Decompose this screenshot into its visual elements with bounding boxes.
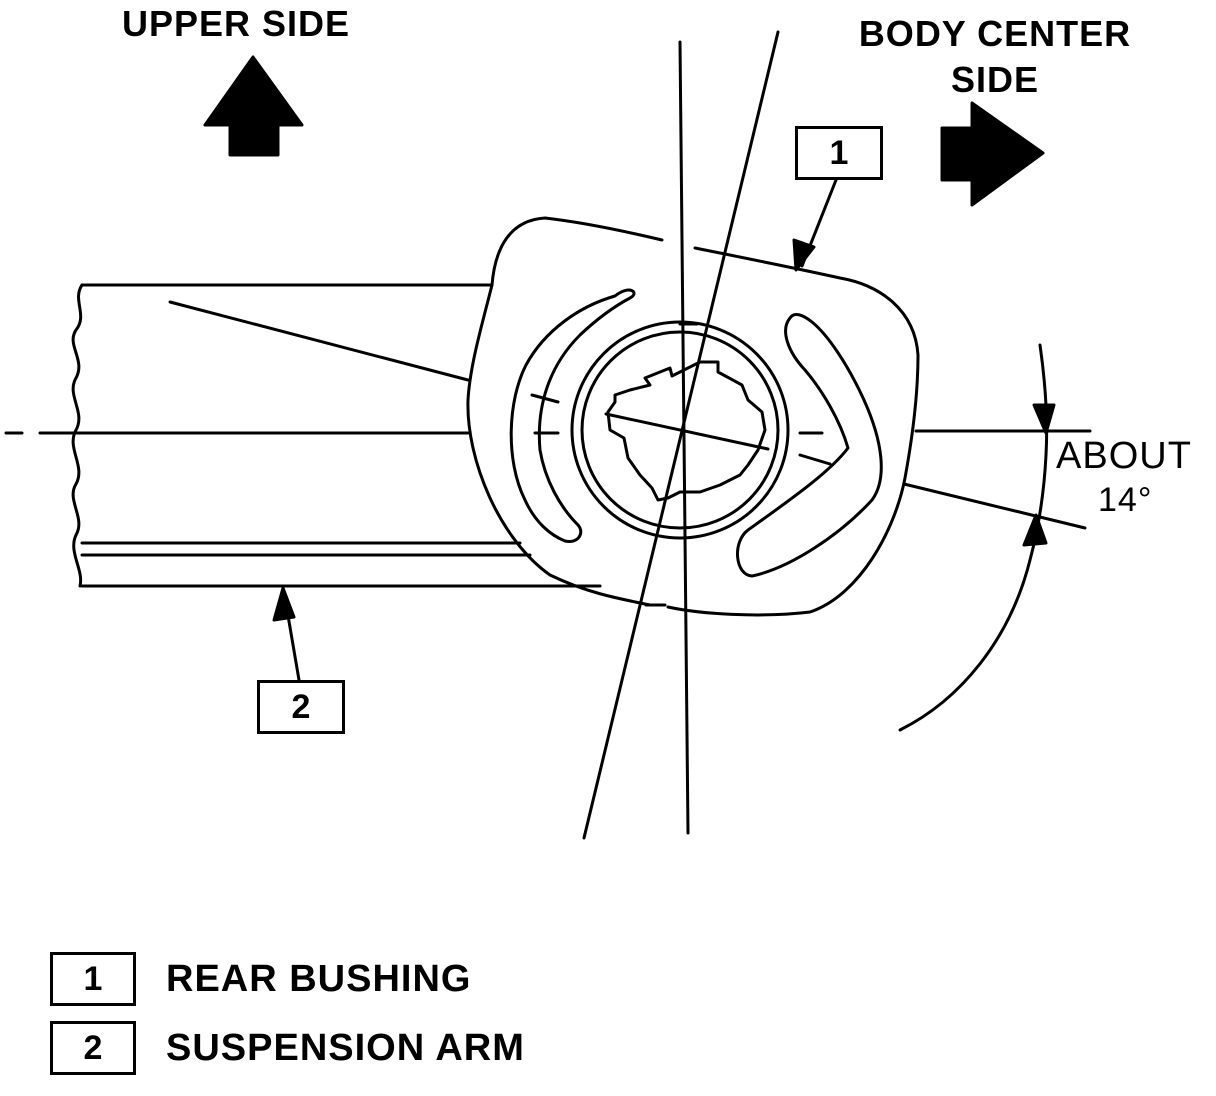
bushing-flange-right xyxy=(666,246,920,617)
bushing-slot-upper-left xyxy=(509,288,636,543)
bushing-ring-outer xyxy=(570,320,790,540)
angle-arc xyxy=(898,343,1049,732)
body-center-side-arrow xyxy=(940,101,1045,207)
body-center-side-label-line1: BODY CENTER xyxy=(858,13,1132,54)
legend-label-suspension-arm: SUSPENSION ARM xyxy=(166,1027,525,1069)
callout-1-leader-arrowhead xyxy=(792,238,816,272)
legend-number-rear-bushing: 1 xyxy=(50,952,136,1006)
upper-side-arrow xyxy=(203,55,304,157)
legend-number-suspension-arm: 2 xyxy=(50,1021,136,1075)
suspension-arm xyxy=(71,283,602,588)
tilted-reference-line xyxy=(168,300,1087,530)
angle-arrowhead-lower xyxy=(1022,513,1048,547)
callout-2-leader-arrowhead xyxy=(272,586,296,622)
horizontal-centerline xyxy=(4,429,1092,435)
arm-break-line xyxy=(71,283,84,588)
callout-box-rear-bushing: 1 xyxy=(795,126,883,180)
tilted-vertical-reference-line xyxy=(582,30,780,840)
rear-bushing xyxy=(466,216,920,617)
angle-indicator xyxy=(898,343,1056,732)
angle-arrowhead-upper xyxy=(1032,403,1056,435)
upper-side-label: UPPER SIDE xyxy=(122,3,351,44)
bushing-splined-hub xyxy=(606,360,767,502)
bushing-ring-inner xyxy=(580,330,780,530)
body-center-side-label-line2: SIDE xyxy=(950,59,1040,100)
bushing-slot-lower-right xyxy=(735,313,883,578)
legend-label-rear-bushing: REAR BUSHING xyxy=(166,958,472,1000)
angle-label-value: 14° xyxy=(1098,481,1153,519)
angle-label-about: ABOUT xyxy=(1056,435,1192,477)
callout-box-suspension-arm: 2 xyxy=(257,680,345,734)
vertical-reference-line xyxy=(678,40,690,835)
bushing-flange-left xyxy=(466,216,664,607)
